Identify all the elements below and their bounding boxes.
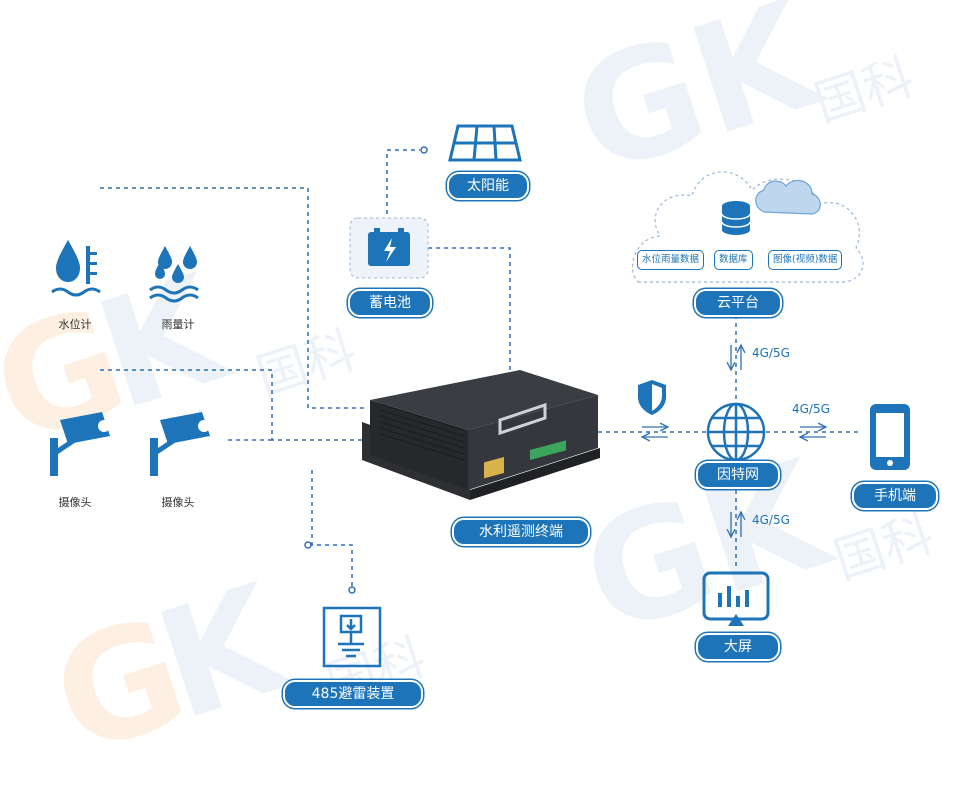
svg-text:国科: 国科: [808, 47, 921, 133]
battery-icon: [349, 217, 429, 279]
database-icon: [721, 201, 751, 235]
camera-label: 摄像头: [58, 496, 92, 509]
water-level-icon: [51, 240, 101, 297]
battery-label: 蓄电池: [348, 289, 432, 317]
lightning-protection-icon: [322, 606, 382, 668]
big-screen-icon: [702, 571, 770, 626]
phone-icon: [870, 404, 910, 470]
svg-text:国科: 国科: [250, 321, 363, 407]
svg-text:国科: 国科: [827, 504, 940, 590]
link-label: 4G/5G: [752, 513, 790, 527]
camera-icon: [50, 412, 110, 476]
globe-icon: [706, 402, 766, 462]
camera-label: 摄像头: [161, 496, 195, 509]
lightning-protection-label: 485避雷装置: [283, 680, 423, 708]
phone-label: 手机端: [852, 482, 938, 510]
cloud-item-label: 图像(视频)数据: [768, 250, 843, 270]
internet-label: 因特网: [696, 461, 780, 489]
camera-icon: [150, 412, 210, 476]
terminal-device-icon: [362, 370, 600, 500]
solar-panel-icon: [448, 124, 522, 162]
link-label: 4G/5G: [792, 402, 830, 416]
rain-gauge-label: 雨量计: [161, 318, 195, 331]
cloud-platform-label: 云平台: [694, 289, 782, 317]
water-level-label: 水位计: [58, 318, 92, 331]
rain-gauge-icon: [149, 246, 199, 303]
connector-lines: [100, 149, 860, 590]
cloud-item-label: 水位雨量数据: [637, 250, 705, 270]
link-label: 4G/5G: [752, 346, 790, 360]
big-screen-label: 大屏: [696, 633, 780, 661]
arrows: [642, 345, 826, 537]
terminal-label: 水利遥测终端: [452, 518, 590, 546]
cloud-item-label: 数据库: [714, 250, 753, 270]
solar-label: 太阳能: [447, 172, 529, 200]
security-shield-icon: [638, 380, 666, 415]
svg-text:GK: GK: [554, 0, 840, 208]
